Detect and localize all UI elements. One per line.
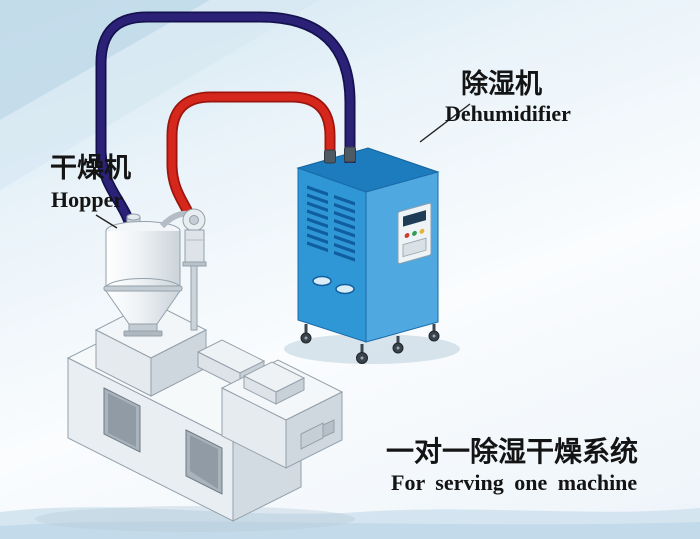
hopper-flange: [123, 330, 163, 337]
supply-hose: [97, 13, 354, 247]
pointer-line-dehumidifier: [419, 103, 471, 143]
vent-slats: [307, 185, 355, 262]
dehumidifier-unit: [296, 147, 440, 364]
panel-button-red: [404, 232, 410, 238]
ground-shadows: [35, 334, 460, 532]
casters: [300, 324, 440, 364]
hopper-clamp-ring: [103, 285, 183, 292]
gauge-oval: [312, 275, 332, 287]
extruder-machine: [66, 301, 344, 522]
hose-connectors: [324, 146, 356, 164]
panel-display: [403, 210, 426, 227]
dehumidifier-shadow: [284, 334, 460, 364]
dehumidifier-label-en: Dehumidifier: [445, 101, 571, 126]
panel-button-green: [412, 230, 417, 236]
die-nozzle: [300, 422, 324, 450]
dehumidifier-label-cn: 除湿机: [461, 69, 542, 99]
hopper-label-cn: 干燥机: [50, 153, 131, 183]
hopper-blower: [159, 208, 207, 331]
blower-down-pipe: [190, 265, 198, 331]
pointer-lines: [95, 103, 471, 229]
hopper-label-en: Hopper: [51, 187, 124, 212]
hoses: [95, 11, 356, 247]
gauge-oval: [335, 283, 355, 295]
hopper-neck: [128, 323, 158, 332]
drying-hopper: [103, 213, 183, 337]
blower-body: [184, 229, 205, 263]
control-panel: [397, 202, 432, 265]
extruder-shadow: [35, 506, 355, 532]
return-hose: [168, 93, 334, 247]
system-caption-cn: 一对一除湿干燥系统: [386, 436, 639, 467]
panel-button-yellow: [419, 228, 425, 234]
system-caption-en: For serving one machine: [391, 470, 638, 495]
pointer-line-hopper: [95, 214, 118, 229]
